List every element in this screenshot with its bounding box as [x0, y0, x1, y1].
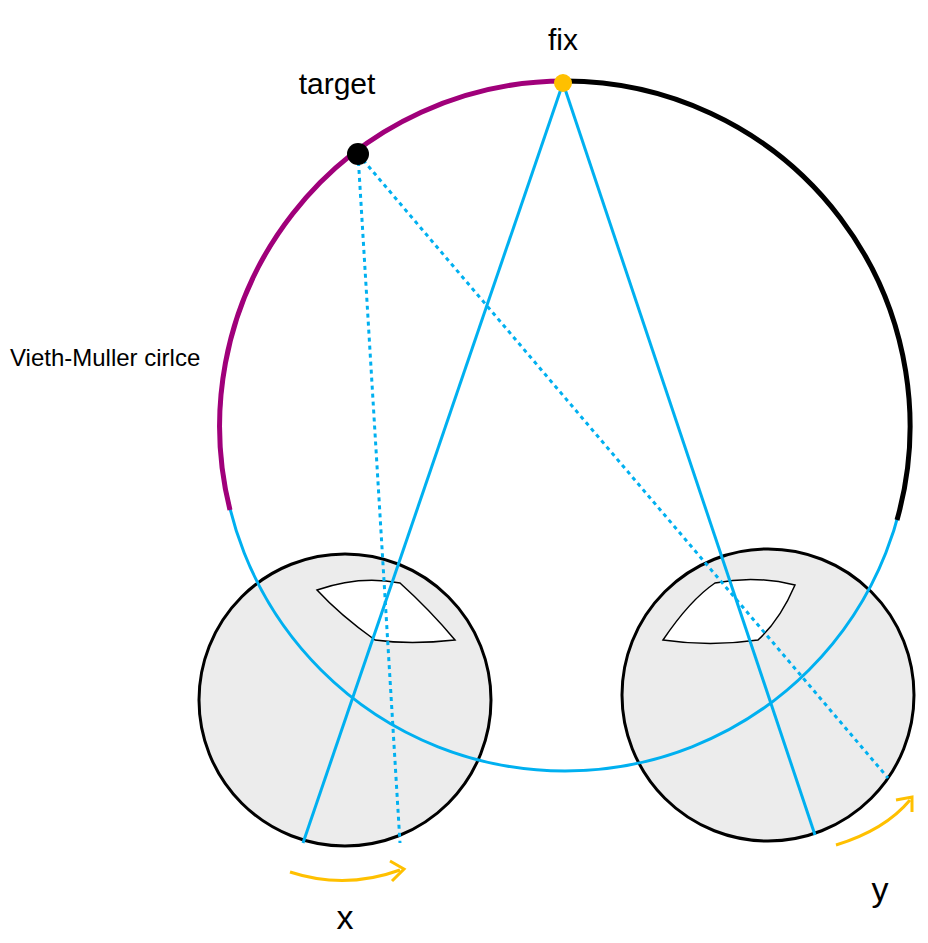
vieth-muller-circle	[220, 81, 910, 771]
black-arc	[565, 81, 910, 520]
arrowhead	[896, 797, 912, 812]
target-point	[347, 143, 369, 165]
angle-label: y	[872, 872, 889, 906]
sight-line	[303, 83, 563, 843]
sight-line	[563, 83, 815, 835]
rotation-arrow	[290, 870, 400, 881]
fixation-point	[554, 74, 572, 92]
rotation-arrow	[836, 800, 910, 845]
circle-label: Vieth-Muller cirlce	[10, 346, 200, 370]
target-line	[358, 154, 400, 843]
point-label: fix	[548, 25, 578, 55]
purple-arc	[220, 81, 565, 510]
angle-label: x	[337, 900, 354, 934]
point-label: target	[299, 69, 376, 99]
left-eye	[199, 554, 491, 846]
target-line	[358, 154, 888, 778]
arrowhead	[390, 861, 404, 881]
